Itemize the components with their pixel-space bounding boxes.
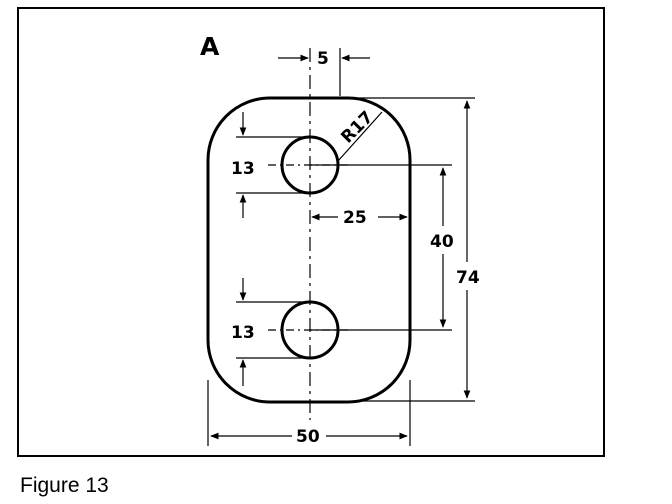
dim-top-hole-diameter-label: 13 bbox=[231, 159, 255, 179]
dimension-hole-spacing: 40 bbox=[310, 164, 454, 331]
dim-bottom-hole-diameter-label: 13 bbox=[231, 323, 255, 343]
dimension-top-hole-diameter: 13 bbox=[231, 112, 310, 218]
dimension-overall-height: 74 bbox=[352, 97, 480, 402]
dim-hole-offset-label: 5 bbox=[317, 49, 329, 69]
dimension-hole-offset: 5 bbox=[278, 48, 370, 96]
figure-caption: Figure 13 bbox=[20, 474, 109, 497]
dim-hole-spacing-label: 40 bbox=[430, 232, 454, 252]
dimension-corner-radius: R17 bbox=[337, 107, 383, 162]
panel-label: A bbox=[200, 32, 220, 61]
drawing-border bbox=[17, 7, 605, 457]
dim-overall-width-label: 50 bbox=[296, 427, 320, 447]
dimension-hole-to-edge: 25 bbox=[311, 208, 408, 228]
dim-corner-radius-label: R17 bbox=[337, 107, 377, 147]
plate-outline bbox=[206, 96, 412, 404]
dimension-bottom-hole-diameter: 13 bbox=[231, 278, 310, 386]
dim-overall-height-label: 74 bbox=[456, 268, 480, 288]
dim-hole-to-edge-label: 25 bbox=[343, 208, 367, 228]
dimension-overall-width: 50 bbox=[207, 380, 411, 447]
